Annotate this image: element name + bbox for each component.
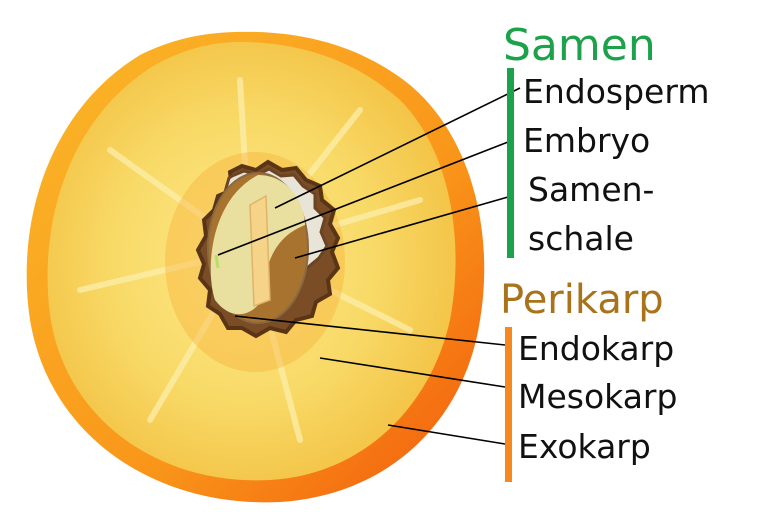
embryo <box>249 194 271 308</box>
label-samenschale-1: Samen- <box>528 170 654 209</box>
label-mesokarp: Mesokarp <box>518 377 677 416</box>
perikarp-heading: Perikarp <box>500 277 664 323</box>
pointer-endokarp <box>234 315 506 346</box>
perikarp-bracket <box>505 327 512 482</box>
pointer-embryo <box>217 141 509 256</box>
pointer-mesokarp <box>319 357 506 388</box>
label-endosperm: Endosperm <box>523 72 709 111</box>
label-samenschale-2: schale <box>528 219 634 258</box>
label-endokarp: Endokarp <box>518 329 674 368</box>
embryo-tip <box>214 254 220 269</box>
label-exokarp: Exokarp <box>518 427 651 466</box>
pointer-exokarp <box>387 424 506 445</box>
label-embryo: Embryo <box>523 121 650 160</box>
pointer-samenschale <box>294 196 509 259</box>
pointer-lines <box>217 87 521 445</box>
pointer-endosperm <box>274 87 521 209</box>
samen-bracket <box>507 68 514 258</box>
samen-heading: Samen <box>503 20 656 71</box>
